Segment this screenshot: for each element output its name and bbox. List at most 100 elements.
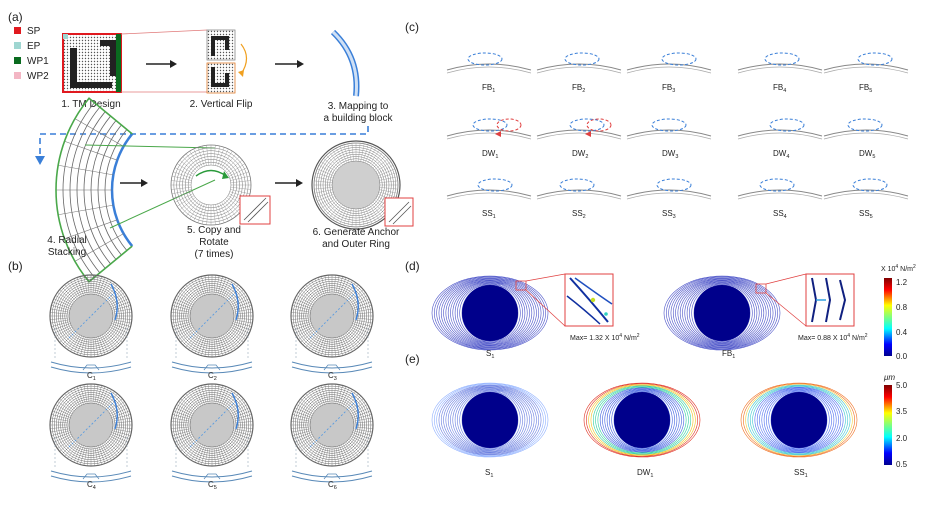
mode-fb5 — [823, 52, 909, 74]
step-4-label-line1: 4. Radial — [47, 235, 86, 246]
legend-swatch — [14, 42, 21, 49]
label-fb2: FB2 — [572, 83, 585, 94]
mode-dw2 — [536, 118, 622, 140]
label-c1: C1 — [87, 371, 96, 382]
mode-ss1 — [446, 178, 532, 200]
legend-swatch — [14, 72, 21, 79]
tm-design-grid — [62, 33, 122, 93]
label-c5: C5 — [208, 480, 217, 491]
design-c4 — [49, 383, 133, 483]
step-5-label-line3: (7 times) — [195, 249, 234, 260]
label-fb3: FB3 — [662, 83, 675, 94]
panel-label-b: (b) — [8, 259, 23, 273]
step-6-label-line2: and Outer Ring — [322, 239, 390, 250]
step-4-label-line2: Stacking — [48, 247, 86, 258]
building-block-arc — [330, 29, 360, 97]
radial-stack — [55, 97, 216, 283]
copy-rotate-ring — [170, 144, 252, 226]
design-c1 — [49, 274, 133, 374]
label-ss2: SS2 — [572, 209, 586, 220]
max-stress-s1: Max= 1.32 X 104 N/m2 — [570, 333, 640, 342]
label-c4: C4 — [87, 480, 96, 491]
displacement-plot-dw1 — [583, 382, 701, 458]
zoom-inset-s1 — [515, 273, 614, 327]
label-ss3: SS3 — [662, 209, 676, 220]
step-5-label-line2: Rotate — [199, 237, 229, 248]
label-fb1: FB1 — [482, 83, 495, 94]
label-dw2: DW2 — [572, 149, 588, 160]
zoom-inset-fb1 — [755, 273, 855, 327]
label-c3: C3 — [328, 371, 337, 382]
dashed-connector-arrow — [35, 126, 369, 165]
panel-label-c: (c) — [405, 20, 419, 34]
panel-label-a: (a) — [8, 10, 23, 24]
colorbar-stress-tick: 1.2 — [896, 278, 908, 287]
legend-label: EP — [27, 41, 41, 52]
colorbar-displacement-tick: 2.0 — [896, 434, 908, 443]
vertical-flip-blocks — [206, 29, 248, 94]
step-6-label-line1: 6. Generate Anchor — [313, 227, 400, 238]
label-ss1: SS1 — [482, 209, 496, 220]
mode-ss3 — [626, 178, 712, 200]
colorbar-stress-tick: 0.4 — [896, 328, 908, 337]
label-fb4: FB4 — [773, 83, 786, 94]
displacement-plot-s1 — [431, 382, 549, 458]
label-fb5: FB5 — [859, 83, 872, 94]
colorbar-stress-tick: 0.8 — [896, 303, 908, 312]
arrow-right-icon — [275, 60, 304, 68]
colorbar-stress-tick: 0.0 — [896, 352, 908, 361]
label-c2: C2 — [208, 371, 217, 382]
label-dw1: DW1 — [482, 149, 498, 160]
design-c2 — [170, 274, 254, 374]
mode-dw4 — [737, 118, 823, 140]
label-dw5: DW5 — [859, 149, 875, 160]
colorbar-displacement: μm 5.0 3.5 2.0 0.5 — [883, 373, 908, 469]
mode-ss4 — [737, 178, 823, 200]
colorbar-displacement-tick: 5.0 — [896, 381, 908, 390]
mode-fb2 — [536, 52, 622, 74]
colorbar-stress-unit: X 104 N/m2 — [881, 264, 916, 273]
displacement-plot-ss1 — [740, 382, 858, 458]
arrow-right-icon — [120, 179, 148, 187]
legend-label: SP — [27, 26, 41, 37]
design-c5 — [170, 383, 254, 483]
colorbar-displacement-unit: μm — [883, 373, 895, 382]
panel-label-d: (d) — [405, 259, 420, 273]
zoom-inset-5 — [239, 195, 271, 225]
step-2-label: 2. Vertical Flip — [190, 99, 253, 110]
zoom-inset-6 — [384, 197, 414, 227]
label-s1-d: S1 — [486, 349, 494, 360]
step-5-label-line1: 5. Copy and — [187, 225, 241, 236]
colorbar-displacement-tick: 3.5 — [896, 407, 908, 416]
panel-label-e: (e) — [405, 352, 420, 366]
stress-plot-fb1 — [663, 275, 781, 351]
arrow-right-icon — [146, 60, 177, 68]
label-ss4: SS4 — [773, 209, 787, 220]
label-dw4: DW4 — [773, 149, 789, 160]
label-e-dw1: DW1 — [637, 468, 653, 479]
step-3-label-line2: a building block — [324, 113, 394, 124]
legend-swatch — [14, 27, 21, 34]
mode-ss5 — [823, 178, 909, 200]
max-stress-fb1: Max= 0.88 X 104 N/m2 — [798, 333, 868, 342]
panel-d: (d) Max= 1.32 X 104 N/m2 Max= 0.88 X — [405, 259, 916, 361]
arrow-right-icon — [275, 179, 303, 187]
mode-dw3 — [626, 118, 712, 140]
colorbar-stress: X 104 N/m2 1.2 0.8 0.4 0.0 — [881, 264, 916, 361]
label-ss5: SS5 — [859, 209, 873, 220]
label-e-s1: S1 — [485, 468, 493, 479]
mode-ss2 — [536, 178, 622, 200]
mode-fb1 — [446, 52, 532, 74]
label-fb1-d: FB1 — [722, 349, 735, 360]
label-e-ss1: SS1 — [794, 468, 808, 479]
step-3-label-line1: 3. Mapping to — [328, 101, 389, 112]
legend-label: WP1 — [27, 56, 49, 67]
mode-fb4 — [737, 52, 823, 74]
design-c3 — [290, 274, 374, 374]
